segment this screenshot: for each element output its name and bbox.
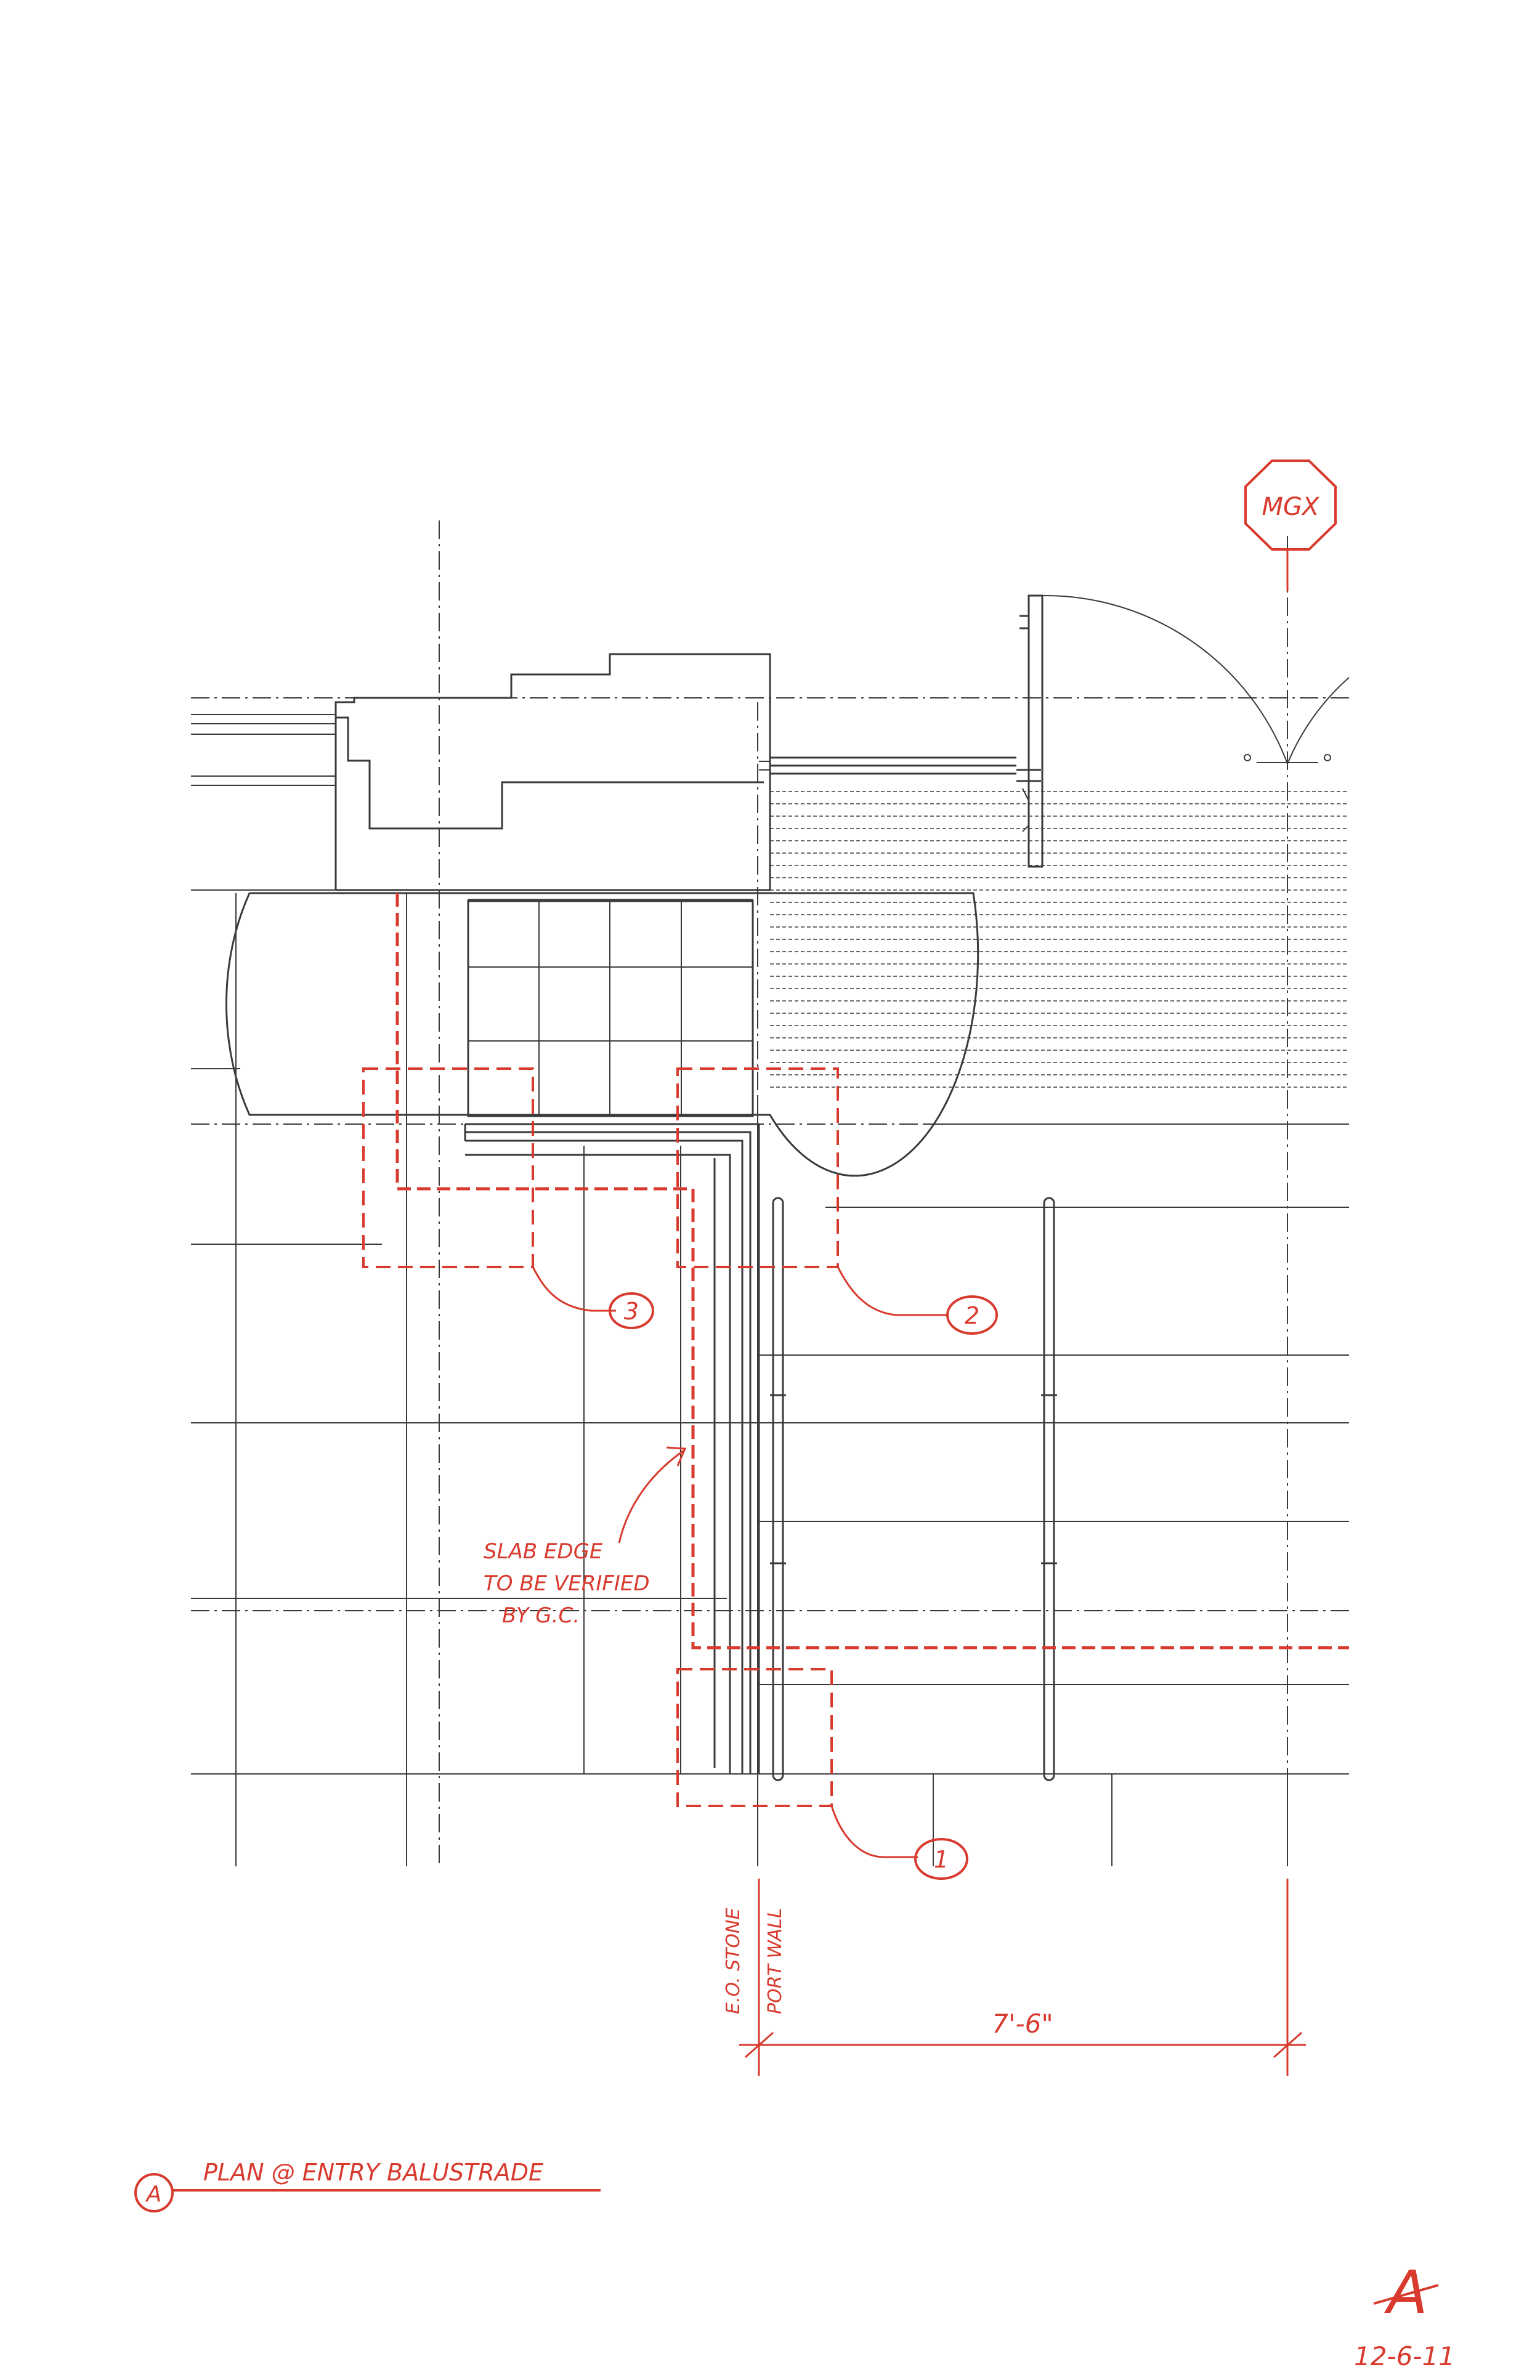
- revision-date: 12-6-11: [1354, 2341, 1455, 2371]
- wall-label-line-1: E.O. STONE: [723, 1908, 744, 2014]
- callout-2-number: 2: [965, 1302, 979, 1329]
- wall-label: E.O. STONE PORT WALL: [723, 1908, 786, 2014]
- detail-box-3: [362, 1067, 534, 1268]
- revision-block: A 12-6-11: [1354, 2258, 1455, 2371]
- title-text: PLAN @ ENTRY BALUSTRADE: [203, 2159, 543, 2186]
- slab-note-line-1: SLAB EDGE: [484, 1539, 603, 1564]
- slab-note-line-3: BY G.C.: [502, 1603, 580, 1628]
- floor-plan: [191, 520, 1350, 1866]
- l-balustrade: [464, 1123, 760, 1774]
- detail-box-1: [676, 1668, 833, 1807]
- callout-bubble-2: 2: [946, 1295, 998, 1335]
- stepped-wall-mass: [334, 653, 1016, 891]
- revision-mark: A: [1384, 2258, 1428, 2327]
- landing-arc: [225, 892, 979, 1177]
- callout-3-number: 3: [624, 1298, 639, 1325]
- entry-door: [1016, 594, 1350, 868]
- slab-note-line-2: TO BE VERIFIED: [484, 1571, 650, 1596]
- title-marker: A: [145, 2182, 162, 2207]
- handrails: [770, 1197, 1057, 1781]
- landing-stripes: [770, 791, 1349, 1088]
- wall-label-line-2: PORT WALL: [764, 1908, 786, 2014]
- stamp-octagon: [1244, 459, 1337, 551]
- dimension-label: 7'-6": [992, 2009, 1053, 2039]
- title-marker-circle: [134, 2173, 174, 2212]
- tile-grid: [467, 899, 754, 1117]
- redlines: [172, 459, 1349, 2192]
- stamp-text: MGX: [1262, 493, 1321, 521]
- callout-bubble-1: 1: [914, 1838, 968, 1880]
- slab-edge-line: [395, 893, 1349, 1649]
- drawing-title: A PLAN @ ENTRY BALUSTRADE: [134, 2159, 543, 2212]
- callout-bubble-3: 3: [609, 1292, 654, 1329]
- detail-box-2: [676, 1067, 839, 1268]
- left-wall: [191, 714, 336, 891]
- slab-edge-note: SLAB EDGE TO BE VERIFIED BY G.C.: [484, 1539, 650, 1628]
- vertical-grid-lines: [235, 893, 1288, 1866]
- callout-1-number: 1: [934, 1846, 949, 1873]
